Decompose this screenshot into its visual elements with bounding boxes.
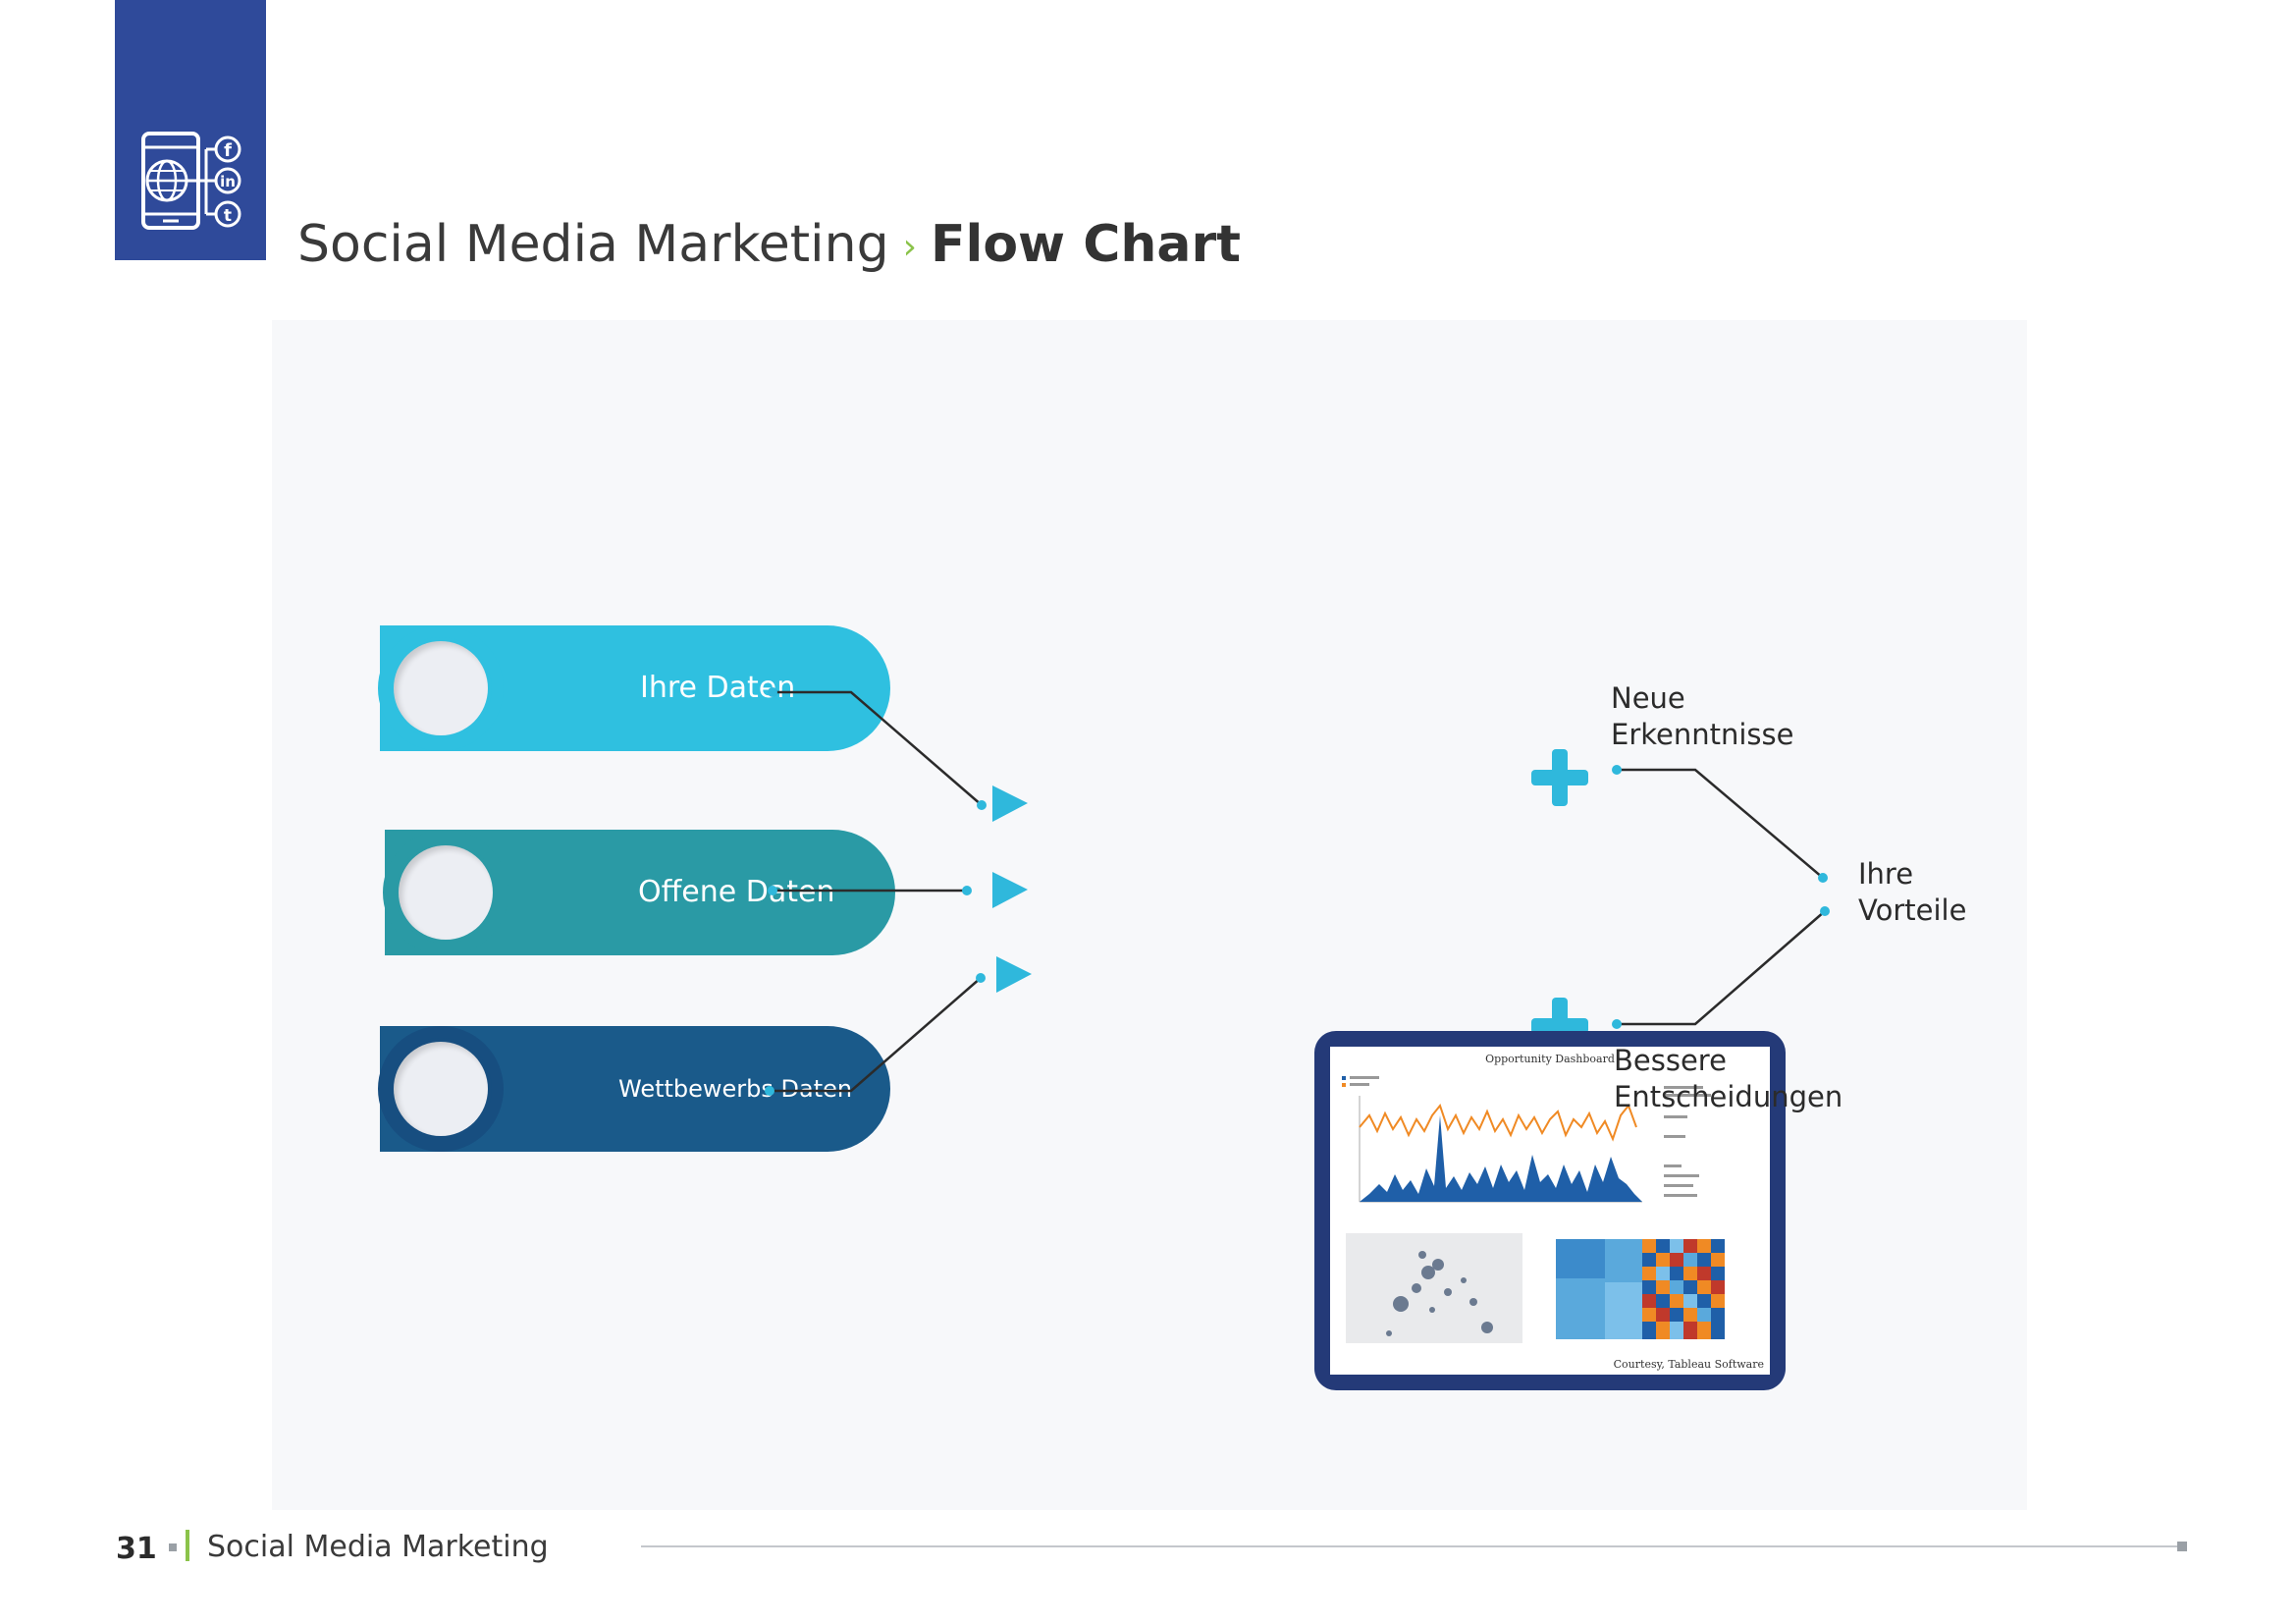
source-label: Ihre Daten — [640, 671, 796, 705]
source-label: Offene Daten — [638, 875, 835, 909]
source-label: Wettbewerbs Daten — [618, 1075, 853, 1103]
dashboard-tablet: Opportunity Dashboard — [1314, 1031, 1786, 1390]
footer-end-marker — [2177, 1542, 2187, 1551]
dashboard-title: Opportunity Dashboard — [1485, 1053, 1615, 1065]
source-ring-icon — [378, 625, 504, 751]
page-number: 31 — [116, 1532, 157, 1566]
result-ihre-vorteile: Ihre Vorteile — [1858, 857, 1967, 927]
svg-text:f: f — [224, 140, 232, 161]
flow-chart-panel: Ihre Daten Offene Daten Wettbewerbs Date… — [272, 320, 2027, 1510]
dashboard-courtesy: Courtesy, Tableau Software — [1613, 1358, 1764, 1371]
page-title: Flow Chart — [930, 215, 1241, 274]
page-heading: Social Media Marketing › Flow Chart — [297, 210, 1241, 279]
output-neue-erkenntnisse: Neue Erkenntnisse — [1611, 681, 1794, 751]
footer-label: Social Media Marketing — [207, 1530, 549, 1564]
footer-square-marker — [169, 1543, 177, 1551]
dashboard-chart-image — [1342, 1076, 1725, 1343]
dashboard-screen: Opportunity Dashboard — [1330, 1047, 1770, 1375]
breadcrumb-separator: › — [902, 227, 917, 267]
footer-accent-bar — [186, 1530, 189, 1561]
header-color-block — [115, 0, 266, 260]
svg-text:in: in — [220, 173, 236, 190]
arrow-right-icon — [992, 785, 1032, 993]
svg-text:t: t — [224, 206, 232, 226]
social-media-phone-icon: f in t — [141, 132, 241, 230]
section-title: Social Media Marketing — [297, 215, 889, 274]
plus-icon — [1531, 749, 1588, 1055]
output-bessere-entscheidungen: Bessere Entscheidungen — [1614, 1044, 1843, 1113]
footer-divider — [641, 1545, 2184, 1547]
